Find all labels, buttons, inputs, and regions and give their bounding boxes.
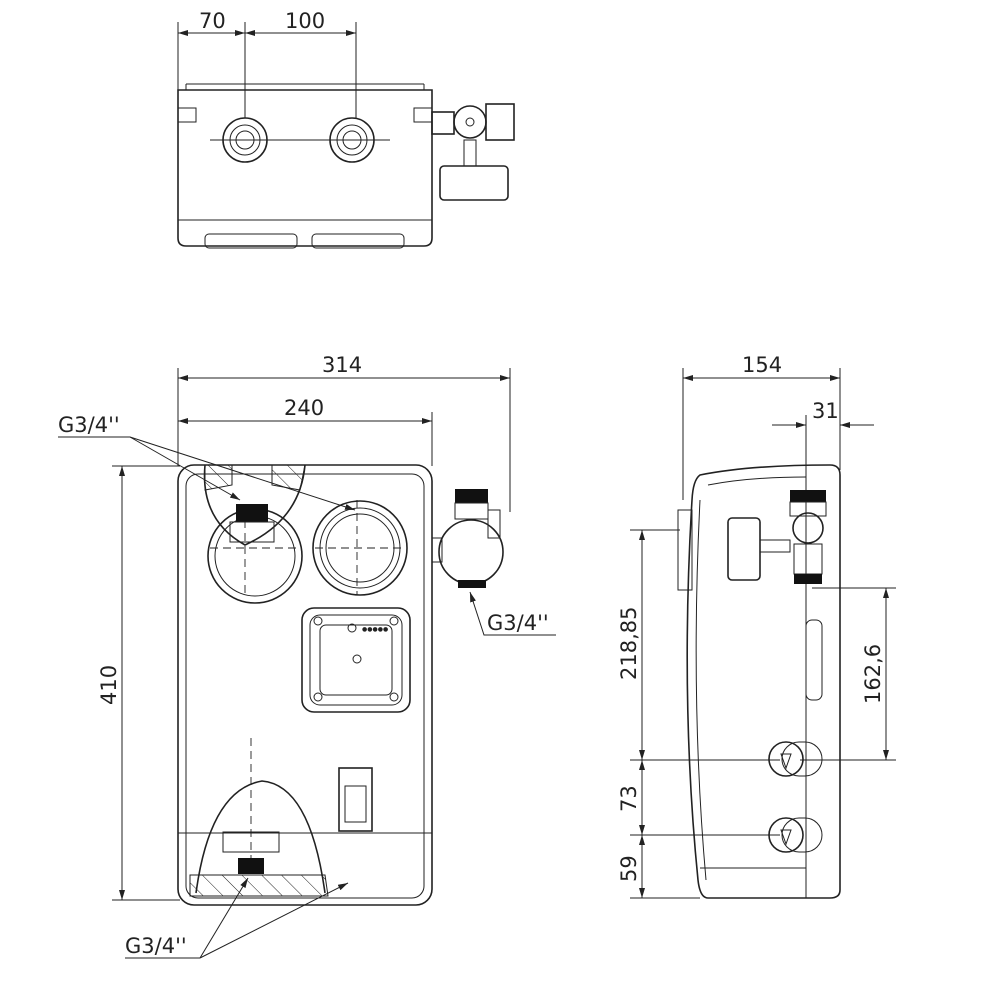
top-cutaway [203,464,306,546]
dimension-154: 154 [682,353,841,500]
thread-label-valve: G3/4'' [487,611,549,635]
bottom-cutaway [195,780,326,894]
dim-label-162-6: 162,6 [861,644,885,704]
dim-label-100: 100 [285,9,325,33]
thread-label-top: G3/4'' [58,413,120,437]
dim-label-218-85: 218,85 [617,607,641,680]
top-view: 70 100 [177,9,515,249]
top-pipe-right [329,117,375,163]
dimension-240: 240 [178,396,433,466]
pump-ring-left [207,508,303,604]
dim-label-240: 240 [284,396,324,420]
indicator-slot [338,767,373,832]
dimension-31: 31 [772,399,874,490]
dim-label-314: 314 [322,353,362,377]
dim-label-410: 410 [97,665,121,705]
pressure-gauge [439,165,509,201]
side-vertical-dimensions: 218,85 73 59 162,6 [617,529,896,899]
thread-bottom-fitting [238,858,264,874]
dim-label-31: 31 [812,399,839,423]
top-body-outline [177,89,433,247]
dim-label-70: 70 [199,9,226,33]
side-body-outline [686,464,841,899]
thread-top-fitting [236,504,268,522]
top-pipe-left [222,117,268,163]
dim-label-59: 59 [617,855,641,882]
groove-right [311,233,405,249]
thread-labels: G3/4'' G3/4'' G3/4'' [58,413,556,959]
pump-ring-right [312,500,408,596]
svg-text:●●●●●: ●●●●● [362,626,388,633]
top-valve [431,103,515,201]
dimension-314: 314 [177,353,511,512]
side-valve [727,490,827,584]
front-valve [431,489,504,588]
groove-left [204,233,298,249]
front-view: 314 240 410 [58,353,556,959]
dim-label-154: 154 [742,353,782,377]
control-box: ●●●●● [301,607,411,713]
thread-label-bottom: G3/4'' [125,934,187,958]
side-view: 154 31 [617,353,896,899]
side-pressure-gauge [727,517,761,581]
dim-label-73: 73 [617,785,641,812]
dimension-70-100: 70 100 [177,9,357,118]
dimension-410: 410 [97,465,180,901]
